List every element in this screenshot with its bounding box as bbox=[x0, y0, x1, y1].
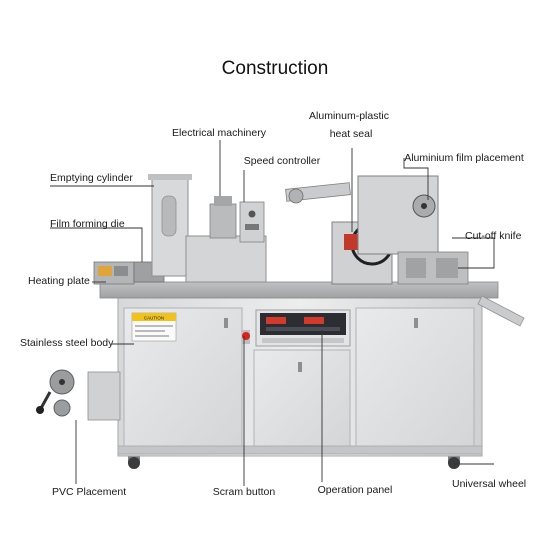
label-electrical-machinery: Electrical machinery bbox=[172, 127, 266, 139]
cut-off-knife-device bbox=[397, 251, 469, 285]
caution-label-text: CAUTION bbox=[144, 316, 164, 321]
label-aluminum-plastic: Aluminum-plastic bbox=[309, 110, 389, 122]
leader-film-forming-die bbox=[50, 227, 143, 262]
leader-lines bbox=[50, 140, 495, 486]
leader-cut-off-knife bbox=[452, 237, 495, 269]
label-pvc-placement: PVC Placement bbox=[52, 486, 127, 498]
label-emptying-cylinder: Emptying cylinder bbox=[50, 172, 133, 184]
output-chute bbox=[477, 295, 525, 327]
speed-controller-box bbox=[239, 201, 265, 243]
label-aluminium-film-placement: Aluminium film placement bbox=[404, 152, 524, 164]
label-scram-button: Scram button bbox=[212, 486, 276, 498]
heating-plate-unit bbox=[93, 261, 135, 285]
leader-aluminium-film bbox=[403, 158, 429, 200]
label-cut-off-knife: Cut-off knife bbox=[465, 230, 522, 242]
caution-label bbox=[131, 312, 177, 342]
emptying-cylinder-tower bbox=[148, 174, 192, 277]
scram-button-device bbox=[242, 330, 250, 344]
pvc-placement-roller bbox=[36, 369, 121, 421]
operation-panel-device bbox=[255, 309, 351, 347]
label-heating-plate: Heating plate bbox=[28, 275, 90, 287]
label-universal-wheel: Universal wheel bbox=[452, 478, 527, 490]
universal-wheel-left bbox=[128, 452, 140, 469]
label-heat-seal: heat seal bbox=[329, 128, 373, 140]
label-film-forming-die: Film forming die bbox=[50, 218, 125, 230]
label-speed-controller: Speed controller bbox=[243, 155, 321, 167]
label-stainless-steel-body: Stainless steel body bbox=[20, 337, 114, 349]
diagram-title: Construction bbox=[221, 58, 329, 79]
universal-wheel-right bbox=[448, 452, 460, 469]
electrical-machinery-block bbox=[185, 196, 267, 283]
label-operation-panel: Operation panel bbox=[317, 484, 393, 496]
aluminium-film-roller-assembly bbox=[285, 175, 439, 255]
work-table-top bbox=[99, 281, 499, 299]
